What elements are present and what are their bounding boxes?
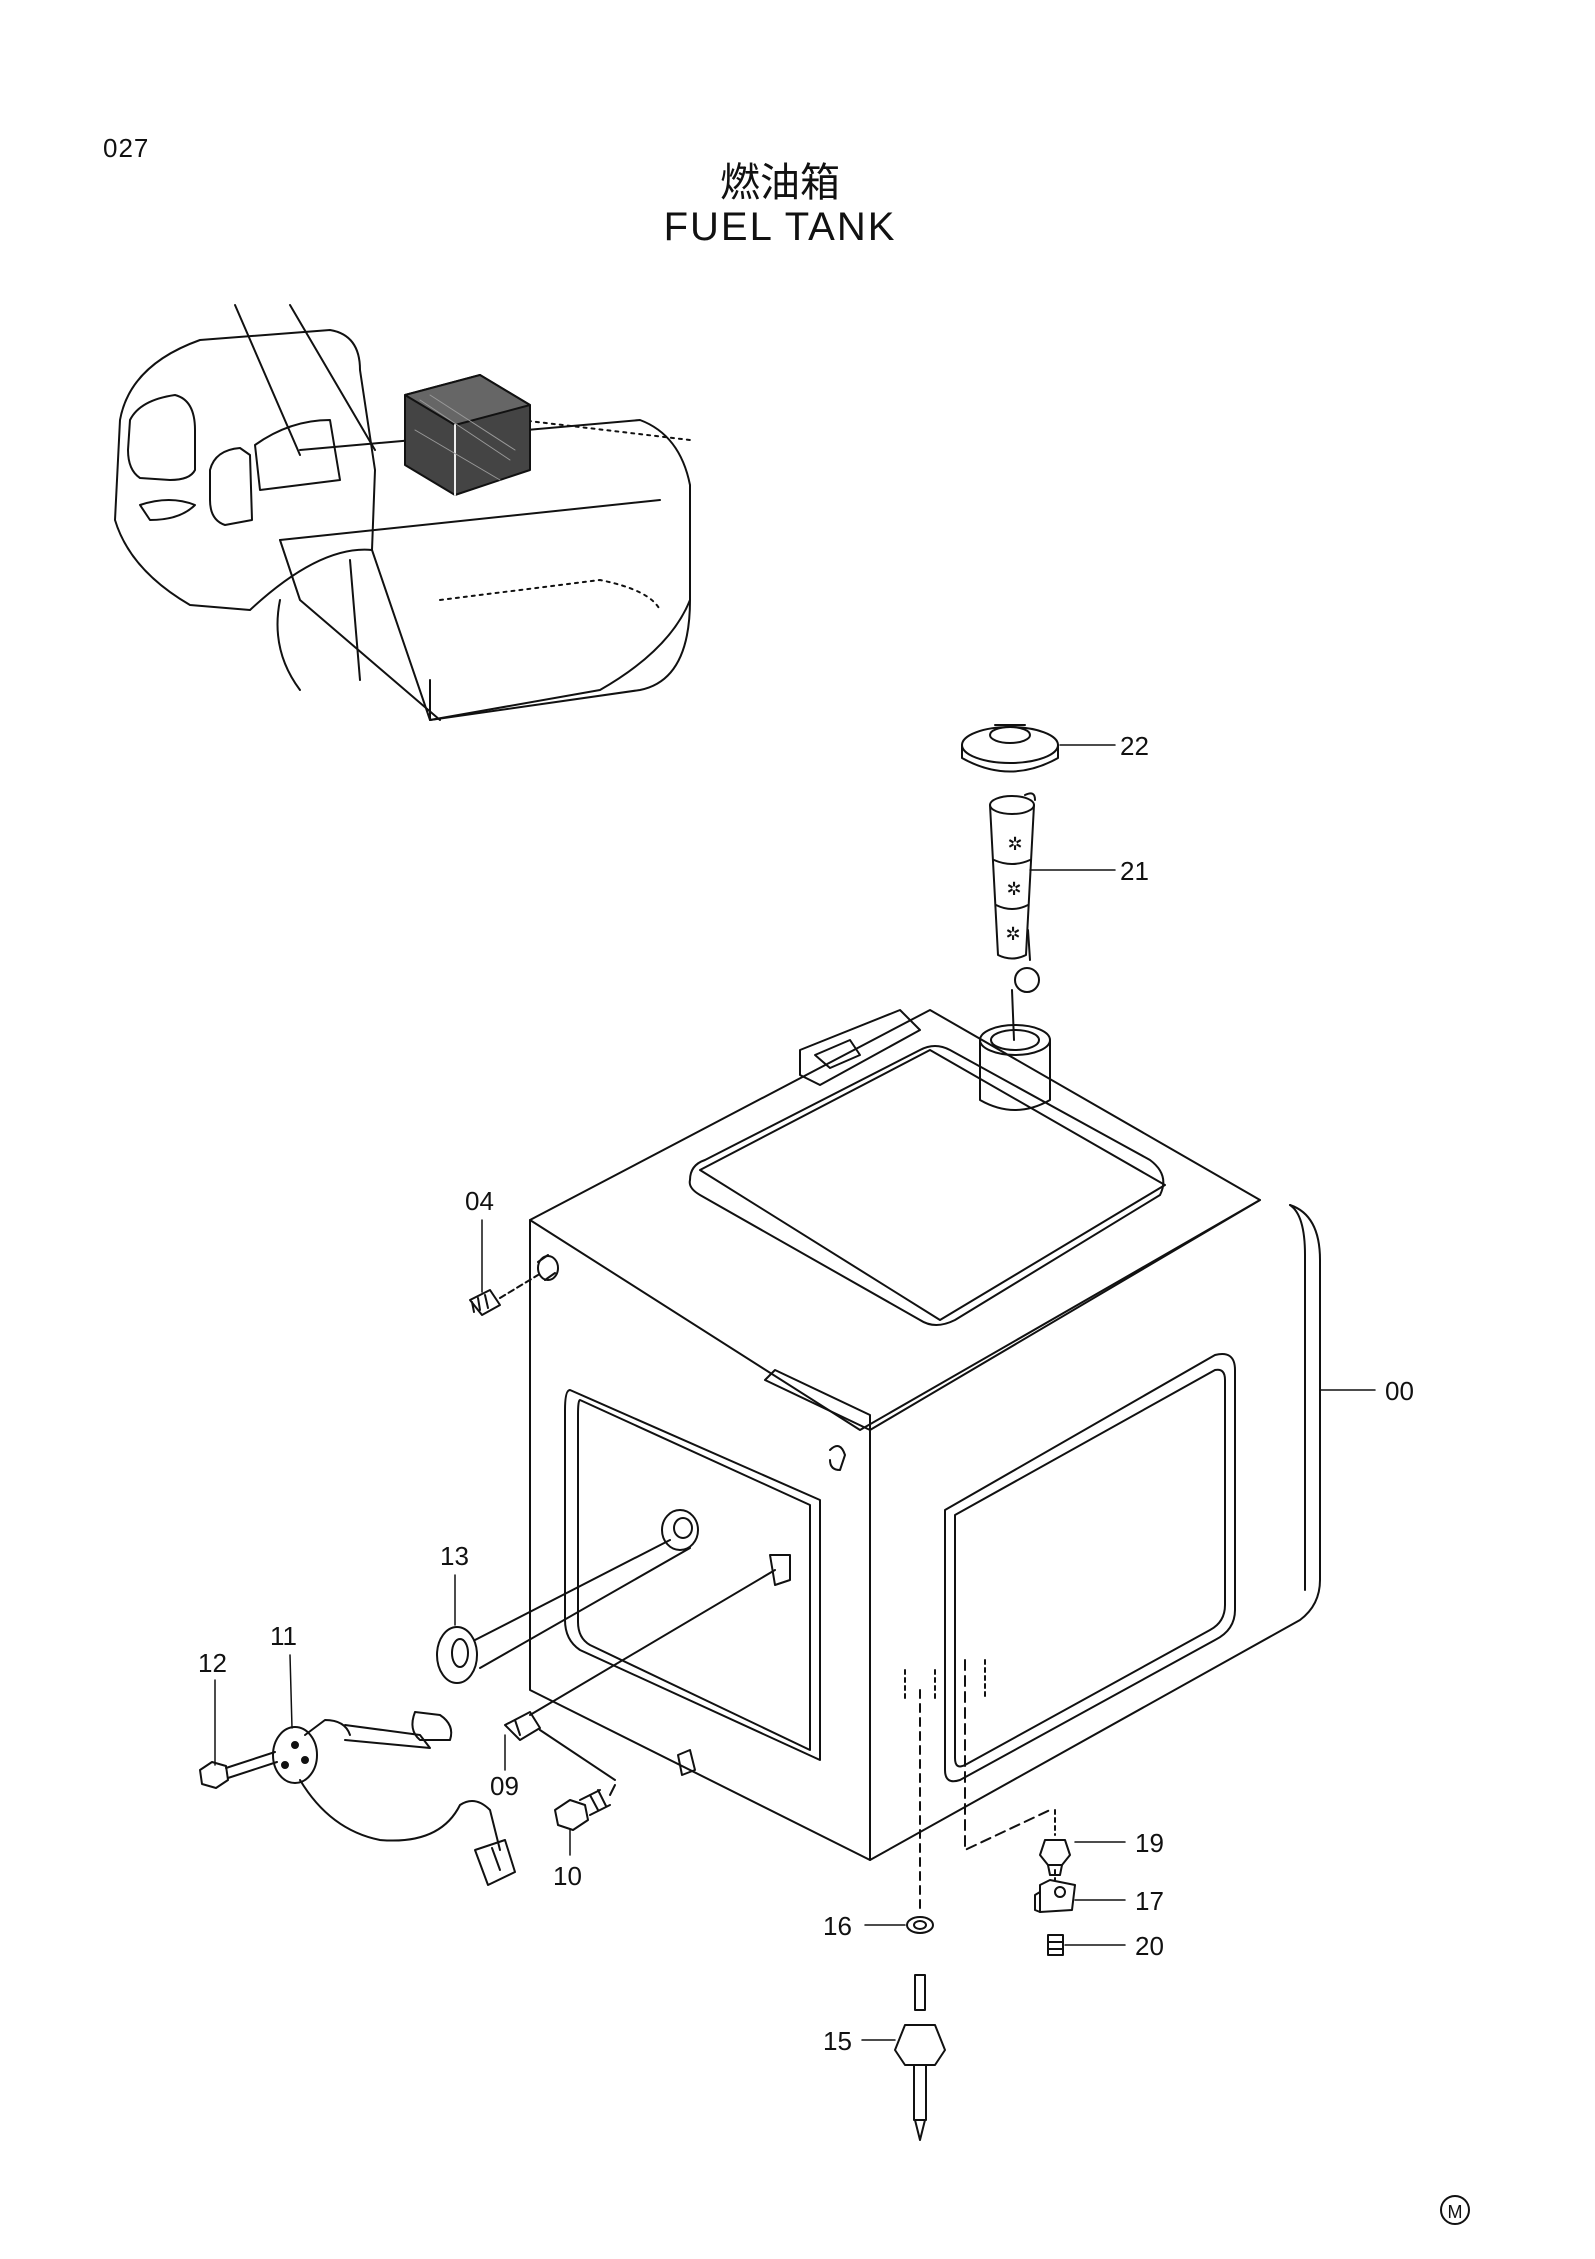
- clip-part-09: [504, 1554, 791, 1781]
- strainer-part-21: ✲ ✲ ✲: [989, 792, 1040, 1041]
- callout-11: 11: [270, 1621, 297, 1651]
- excavator-overview: [114, 304, 691, 721]
- callout-22: 22: [1120, 731, 1149, 761]
- screw-part-12: [199, 1751, 278, 1789]
- callout-13: 13: [440, 1541, 469, 1571]
- callout-20: 20: [1135, 1931, 1164, 1961]
- callout-00: 00: [1385, 1376, 1414, 1406]
- plug-part-04: [469, 1254, 559, 1316]
- filler-neck: [979, 1024, 1051, 1111]
- svg-text:✲: ✲: [1006, 879, 1021, 899]
- valve-fittings: [964, 1659, 1076, 1956]
- page-code: 027: [103, 133, 150, 163]
- callout-12: 12: [198, 1648, 227, 1678]
- callout-21: 21: [1120, 856, 1149, 886]
- gasket-part-13: [436, 1509, 699, 1684]
- bolt-part-10: [554, 1784, 616, 1831]
- callout-09: 09: [490, 1771, 519, 1801]
- tank-location-highlight: [404, 374, 531, 496]
- fuel-cap-part-22: [961, 724, 1059, 773]
- level-sensor-part-11: [272, 1711, 516, 1886]
- registered-mark-symbol: M: [1440, 2195, 1470, 2225]
- callout-10: 10: [553, 1861, 582, 1891]
- callout-17: 17: [1135, 1886, 1164, 1916]
- leader-lines: [214, 744, 1376, 2041]
- callout-19: 19: [1135, 1828, 1164, 1858]
- callout-15: 15: [823, 2026, 852, 2056]
- page-title-chinese: 燃油箱: [720, 160, 840, 206]
- callout-04: 04: [465, 1186, 494, 1216]
- callout-16: 16: [823, 1911, 852, 1941]
- svg-text:✲: ✲: [1005, 924, 1020, 944]
- drain-fittings: [894, 1669, 946, 2141]
- svg-text:✲: ✲: [1007, 834, 1022, 854]
- fuel-tank-body: [529, 1009, 1321, 1861]
- page-title-english: FUEL TANK: [663, 205, 897, 249]
